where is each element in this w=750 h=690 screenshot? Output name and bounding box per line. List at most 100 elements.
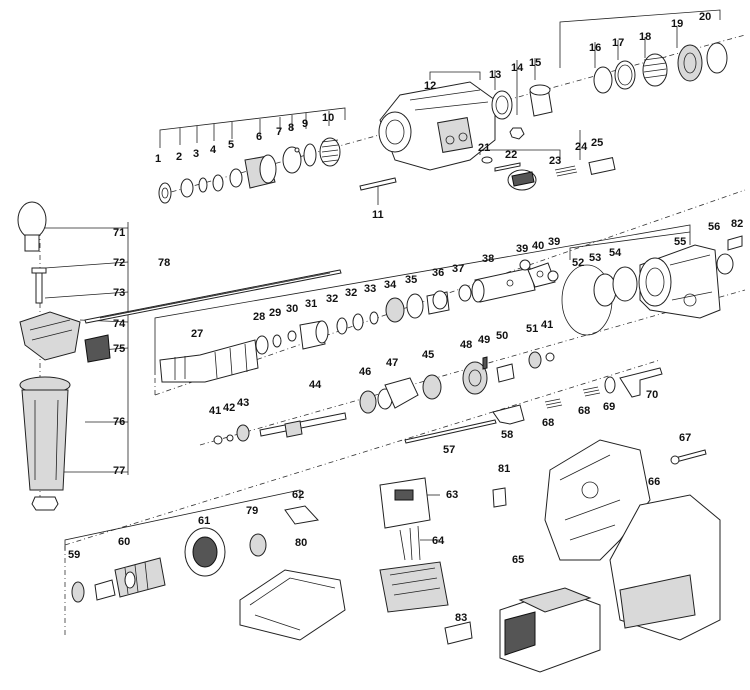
label-44: 44 xyxy=(309,379,322,391)
part-53-ring xyxy=(593,273,617,307)
label-35: 35 xyxy=(405,274,417,286)
label-62: 62 xyxy=(292,489,304,501)
label-81: 81 xyxy=(498,463,510,475)
part-32-oring xyxy=(336,317,348,335)
part-14-nut xyxy=(509,127,525,140)
part-16-ring xyxy=(593,66,613,94)
label-74: 74 xyxy=(113,318,126,330)
part-33b-washer xyxy=(369,311,379,325)
front-housing-group xyxy=(158,42,728,204)
label-5: 5 xyxy=(228,139,234,151)
label-46: 46 xyxy=(359,366,371,378)
label-13: 13 xyxy=(489,69,501,81)
label-2: 2 xyxy=(176,151,182,163)
label-70: 70 xyxy=(646,389,658,401)
label-38: 38 xyxy=(482,253,494,265)
label-11: 11 xyxy=(372,209,384,221)
label-22: 22 xyxy=(505,149,517,161)
part-55-gearbox-housing xyxy=(638,244,721,319)
part-81-terminal xyxy=(492,487,507,508)
label-3: 3 xyxy=(193,148,199,160)
label-82: 82 xyxy=(731,218,743,230)
label-57: 57 xyxy=(443,444,455,456)
label-33: 33 xyxy=(364,283,376,295)
part-27-tool-holder xyxy=(159,339,259,383)
part-74-depth-clamp xyxy=(19,311,81,361)
part-44-shaft xyxy=(259,412,347,438)
part-18-spring xyxy=(642,53,668,87)
label-20: 20 xyxy=(699,11,711,23)
label-1: 1 xyxy=(155,153,161,165)
part-46-clutch xyxy=(359,388,393,414)
label-73: 73 xyxy=(113,287,125,299)
part-68b-spring xyxy=(582,386,601,397)
label-10: 10 xyxy=(322,112,334,124)
motor-group xyxy=(71,439,721,673)
label-54: 54 xyxy=(609,247,622,259)
label-27: 27 xyxy=(191,328,203,340)
label-14: 14 xyxy=(511,62,524,74)
mechanism-group xyxy=(159,235,743,383)
label-30: 30 xyxy=(286,303,298,315)
label-56: 56 xyxy=(708,221,720,233)
part-28-ring xyxy=(255,335,269,355)
label-64: 64 xyxy=(432,535,445,547)
label-65: 65 xyxy=(512,554,524,566)
part-80-cover-plate xyxy=(239,569,346,641)
part-57-rod xyxy=(404,419,497,444)
part-71-clamp-band xyxy=(17,201,47,252)
part-69-washer xyxy=(604,376,616,394)
label-59: 59 xyxy=(68,549,80,561)
part-2-ring xyxy=(180,178,194,198)
label-12: 12 xyxy=(424,80,436,92)
part-49-key xyxy=(482,356,488,370)
label-47: 47 xyxy=(386,357,398,369)
label-28: 28 xyxy=(253,311,265,323)
label-67: 67 xyxy=(679,432,691,444)
part-68a-spring xyxy=(544,398,563,409)
label-78: 78 xyxy=(158,257,170,269)
part-34-bearing xyxy=(385,297,405,323)
part-59-bearing xyxy=(71,581,85,603)
label-50: 50 xyxy=(496,330,508,342)
part-41b-clip xyxy=(545,352,555,362)
part-83-clip xyxy=(444,621,473,645)
part-61-stator xyxy=(184,527,226,577)
label-72: 72 xyxy=(113,257,125,269)
part-58-slider xyxy=(492,404,525,425)
part-19-gear xyxy=(677,44,703,82)
part-62-plate xyxy=(284,505,319,525)
label-63: 63 xyxy=(446,489,458,501)
part-66-housing-half-right xyxy=(609,494,721,641)
part-39a-ring xyxy=(519,259,531,271)
label-31: 31 xyxy=(305,298,317,310)
label-58: 58 xyxy=(501,429,513,441)
part-63-switch xyxy=(379,477,431,529)
label-39b: 39 xyxy=(548,236,560,248)
label-55: 55 xyxy=(674,236,686,248)
label-29: 29 xyxy=(269,307,281,319)
part-1-sleeve xyxy=(158,182,172,204)
label-49: 49 xyxy=(478,334,490,346)
part-25-brush xyxy=(588,157,616,175)
part-66-housing-half-left xyxy=(544,439,651,561)
part-22-rod xyxy=(494,162,521,172)
label-16: 16 xyxy=(589,42,601,54)
part-4-ring xyxy=(212,174,224,192)
label-75: 75 xyxy=(113,343,125,355)
part-56-ring xyxy=(716,253,734,275)
part-35-ring xyxy=(406,293,424,319)
label-41: 41 xyxy=(209,405,221,417)
part-79-bearing xyxy=(249,533,267,557)
label-15: 15 xyxy=(529,57,541,69)
label-52: 52 xyxy=(572,257,584,269)
label-68: 68 xyxy=(542,417,554,429)
part-43-bearing xyxy=(236,424,250,442)
label-79: 79 xyxy=(246,505,258,517)
part-13-ring xyxy=(491,90,513,120)
part-75-knob xyxy=(84,334,111,363)
part-72-bolt xyxy=(31,267,47,304)
label-23: 23 xyxy=(549,155,561,167)
part-3-washer xyxy=(198,177,208,193)
